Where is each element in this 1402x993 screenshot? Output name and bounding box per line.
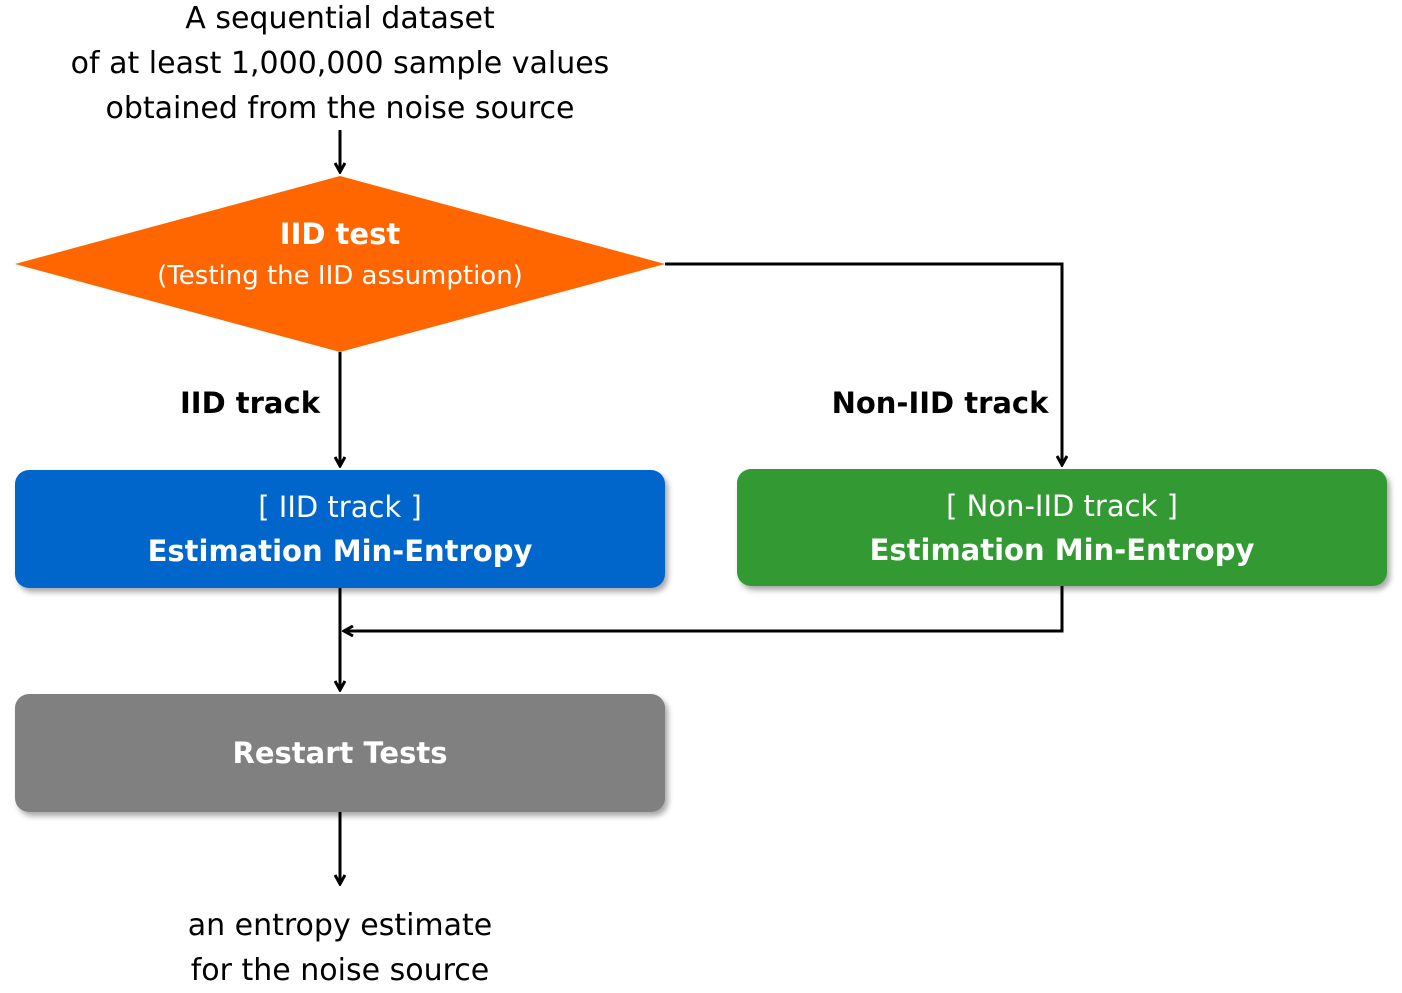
noniid-track-label: Non-IID track — [831, 386, 1049, 420]
output-line-2: for the noise source — [190, 953, 490, 988]
input-line-1: A sequential dataset — [185, 1, 495, 36]
input-line-2: of at least 1,000,000 sample values — [70, 46, 610, 81]
iid-track-label: IID track — [180, 386, 320, 420]
iid-test-title: IID test — [279, 217, 401, 251]
input-line-3: obtained from the noise source — [105, 91, 575, 126]
noniid-estimation-box: [ Non-IID track ] Estimation Min-Entropy — [737, 469, 1387, 586]
output-description: an entropy estimate for the noise source — [40, 903, 640, 993]
iid-estimation-box: [ IID track ] Estimation Min-Entropy — [15, 470, 665, 588]
input-description: A sequential dataset of at least 1,000,0… — [40, 0, 640, 131]
restart-tests-label: Restart Tests — [232, 736, 448, 770]
noniid-box-subtitle: Estimation Min-Entropy — [869, 532, 1255, 567]
iid-box-subtitle: Estimation Min-Entropy — [147, 534, 533, 568]
iid-test-diamond — [15, 176, 665, 352]
restart-tests-box: Restart Tests — [15, 694, 665, 812]
iid-box-title: [ IID track ] — [258, 490, 422, 524]
arrow-noniid-track — [665, 262, 1062, 465]
arrow-noniid-merge — [344, 586, 1064, 631]
output-line-1: an entropy estimate — [187, 908, 493, 943]
noniid-box-title: [ Non-IID track ] — [946, 488, 1178, 523]
iid-test-subtitle: (Testing the IID assumption) — [157, 261, 523, 291]
